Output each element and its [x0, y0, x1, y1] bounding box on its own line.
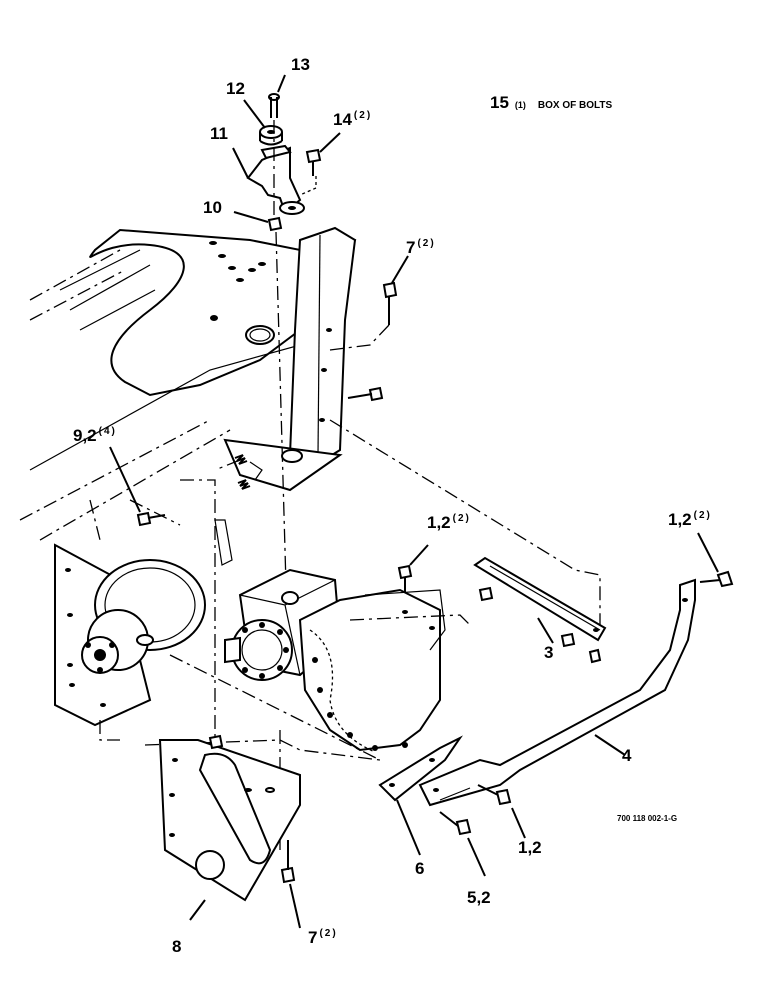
bolt-13 — [268, 93, 280, 118]
callout-12: 12 — [226, 79, 245, 98]
springs — [234, 454, 263, 490]
callout-4: 4 — [622, 746, 632, 765]
housing — [298, 588, 446, 753]
bolt-5-2 — [439, 811, 472, 836]
header-frame — [19, 228, 357, 541]
callout-9-2: 9,2(4) — [73, 426, 117, 445]
bolt-1-2-gearbox — [397, 564, 413, 592]
callout-3: 3 — [544, 643, 554, 662]
arm-4 — [418, 578, 696, 807]
drawing-number: 700 118 002-1-G — [617, 814, 678, 823]
brace-3 — [473, 556, 607, 664]
spacer — [259, 125, 283, 146]
bracket-side-bolt — [347, 386, 384, 402]
callout-11: 11 — [210, 124, 228, 143]
pulley — [81, 559, 206, 674]
mount-plate-8 — [158, 734, 301, 902]
nut-10 — [267, 216, 283, 232]
bolt-7-upper — [382, 281, 398, 325]
callout-14: 14(2) — [333, 110, 373, 129]
bolt-14 — [305, 148, 322, 176]
parts-note: 15(1)BOX OF BOLTS — [490, 93, 613, 112]
bolt-1-2-arm-lower — [477, 784, 512, 806]
callout-1-2-arm: 1,2(2) — [668, 510, 712, 529]
callout-7-upper: 7(2) — [406, 238, 436, 257]
callout-7-lower: 7(2) — [308, 928, 338, 947]
plate-6 — [378, 735, 463, 802]
mount-bracket — [246, 144, 305, 215]
callout-13: 13 — [291, 55, 310, 74]
bolt-1-2-arm-top — [699, 570, 734, 588]
bolt-7-lower — [280, 840, 296, 884]
callout-10: 10 — [203, 198, 222, 217]
callout-6: 6 — [415, 859, 425, 878]
leader-lines — [109, 74, 719, 929]
callout-8: 8 — [172, 937, 182, 956]
callout-5-2: 5,2 — [467, 888, 491, 907]
bolt-9 — [136, 511, 166, 527]
support-bracket — [223, 226, 357, 492]
callout-1-2-lower: 1,2 — [518, 838, 542, 857]
callout-1-2-gearbox: 1,2(2) — [427, 513, 471, 532]
